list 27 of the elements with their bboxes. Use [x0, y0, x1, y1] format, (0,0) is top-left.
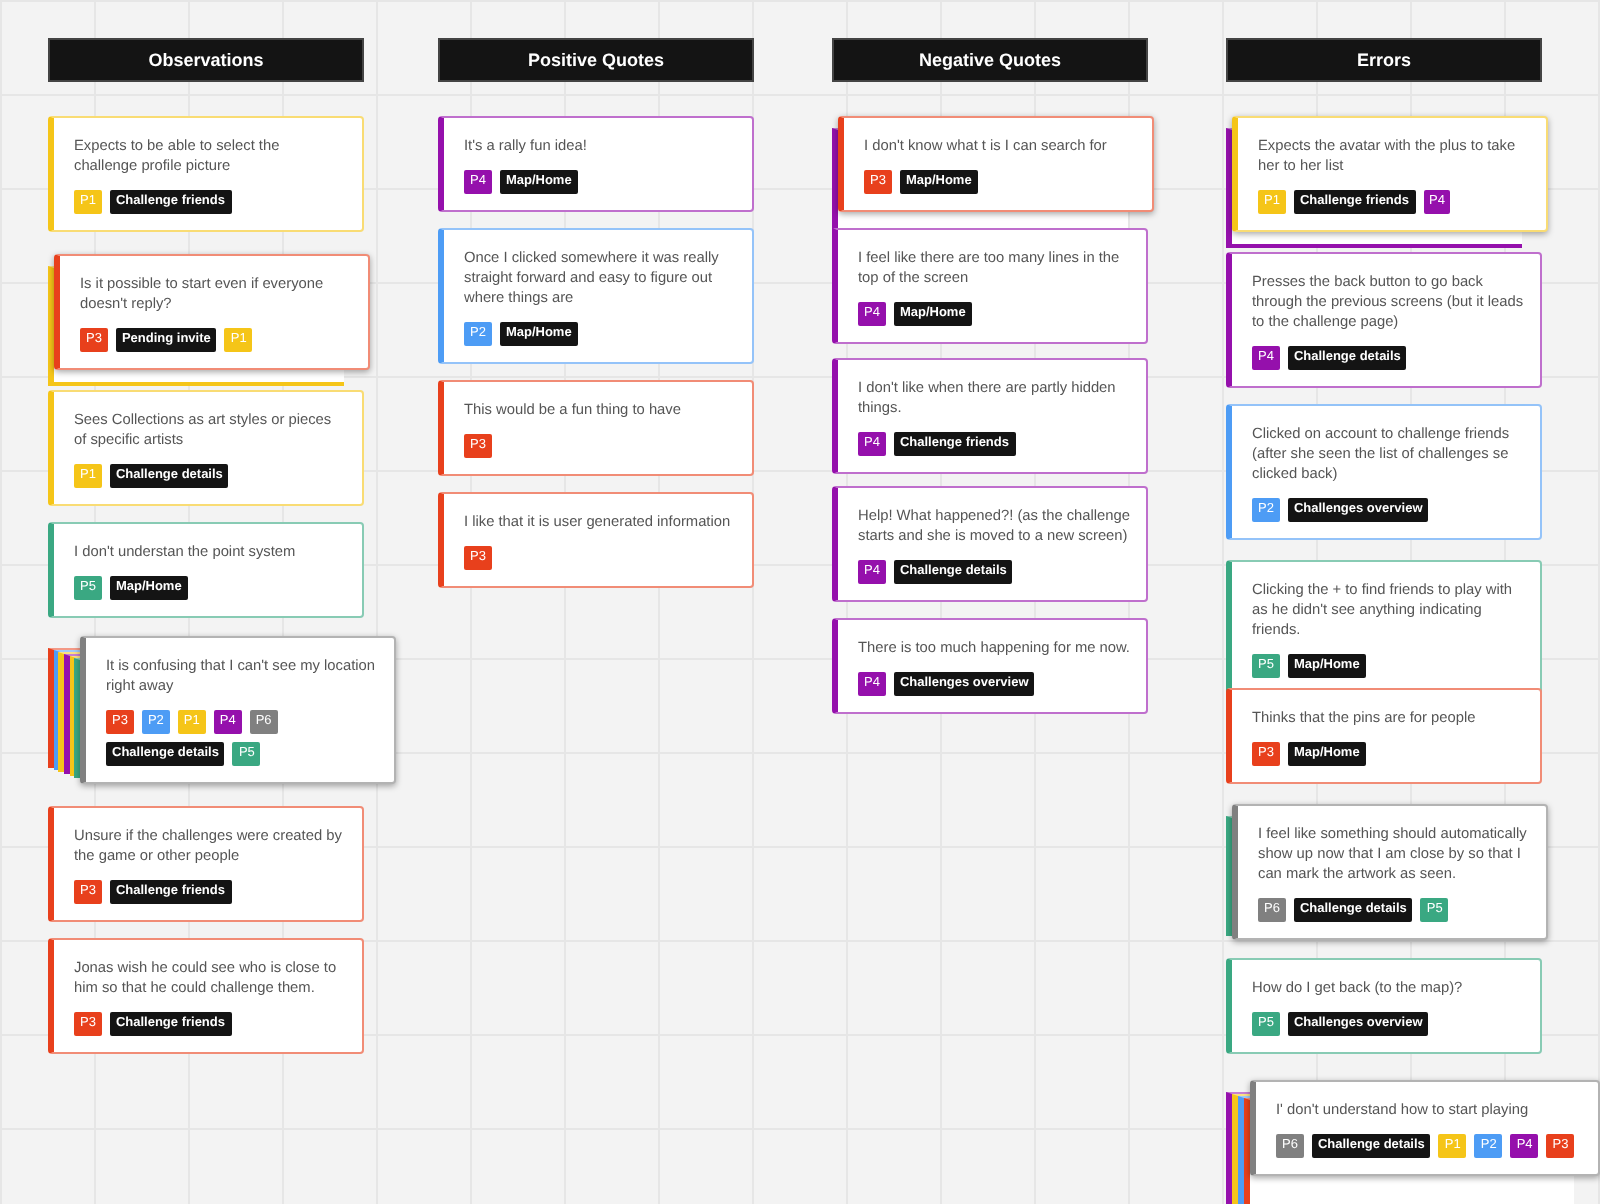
sticky-note-card — [832, 486, 1148, 602]
sticky-note-card — [1226, 404, 1542, 540]
column-header: Errors — [1226, 38, 1542, 82]
sticky-note-card — [838, 116, 1154, 212]
column-header: Negative Quotes — [832, 38, 1148, 82]
sticky-note-card — [48, 390, 364, 506]
sticky-note-card — [1250, 1080, 1600, 1176]
sticky-note-card — [438, 228, 754, 364]
sticky-note-card — [48, 116, 364, 232]
sticky-note-card — [832, 618, 1148, 714]
column-header: Positive Quotes — [438, 38, 754, 82]
column-header: Observations — [48, 38, 364, 82]
sticky-note-card — [1226, 958, 1542, 1054]
sticky-note-card — [1232, 116, 1548, 232]
sticky-note-card — [48, 522, 364, 618]
sticky-note-card — [80, 636, 396, 784]
sticky-note-card — [832, 228, 1148, 344]
sticky-note-card — [1226, 688, 1542, 784]
sticky-note-card — [48, 806, 364, 922]
sticky-note-card — [54, 254, 370, 370]
sticky-note-card — [438, 116, 754, 212]
sticky-note-card — [1232, 804, 1548, 940]
sticky-note-card — [832, 358, 1148, 474]
sticky-note-card — [438, 380, 754, 476]
sticky-note-card — [48, 938, 364, 1054]
sticky-note-card — [438, 492, 754, 588]
sticky-note-card — [1226, 252, 1542, 388]
